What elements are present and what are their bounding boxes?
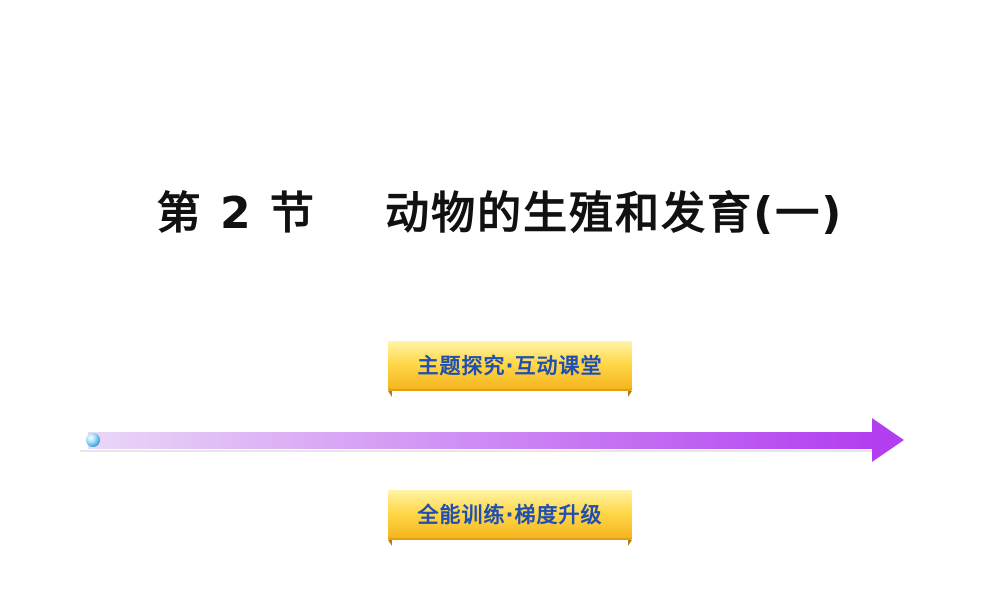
training-button-label: 全能训练·梯度升级: [417, 503, 603, 527]
button-face: [388, 341, 632, 391]
blue-sphere-bullet-icon: [86, 433, 100, 447]
timeline-arrow-graphic: [80, 418, 904, 462]
explore-interactive-class-button[interactable]: 主题探究·互动课堂: [388, 341, 632, 397]
button-face: [388, 490, 632, 540]
button-fold-right: [628, 391, 632, 397]
button-fold-right: [628, 540, 632, 546]
timeline-arrow: [80, 412, 910, 462]
full-training-gradient-upgrade-button[interactable]: 全能训练·梯度升级: [388, 490, 632, 546]
button-fold-left: [388, 391, 392, 397]
button-fold-left: [388, 540, 392, 546]
arrowhead-icon: [872, 418, 904, 462]
slide-title: 第 2 节 动物的生殖和发育(一): [156, 188, 844, 239]
timeline-shadow: [80, 450, 880, 452]
explore-button-label: 主题探究·互动课堂: [417, 354, 603, 378]
timeline-shaft: [88, 432, 874, 449]
